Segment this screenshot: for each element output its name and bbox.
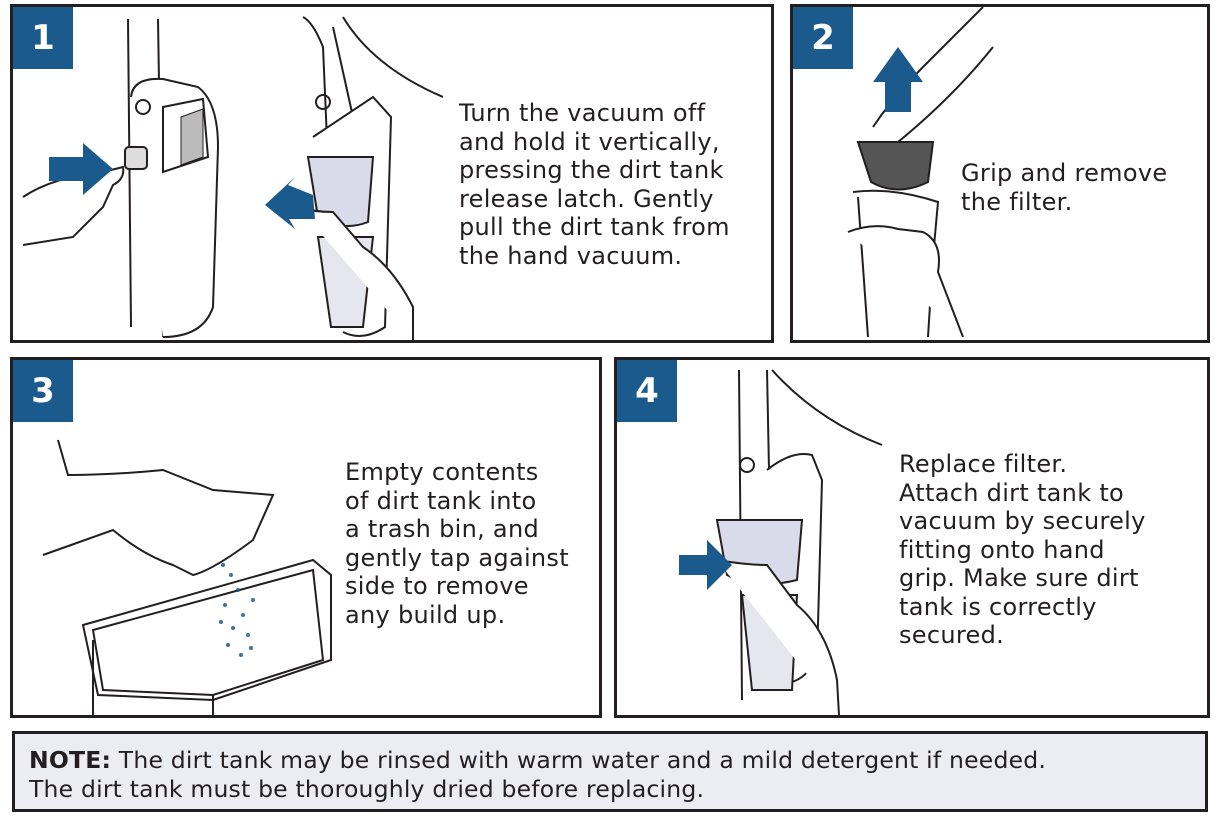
step-4-panel: 4 Replace filter. Attach dirt tank to va… [614, 357, 1210, 718]
arrow-right-icon [679, 540, 732, 590]
note-text-1: The dirt tank may be rinsed with warm wa… [111, 746, 1047, 774]
step-number-badge: 1 [13, 7, 73, 69]
arrow-right-icon [49, 143, 113, 195]
reattach-tank-illustration [679, 369, 883, 715]
step-3-instructions: Empty contents of dirt tank into a trash… [345, 458, 569, 629]
step-2-panel: 2 Grip and remove the filter. [790, 4, 1210, 343]
step-number-badge: 2 [793, 7, 853, 69]
empty-tank-illustration [42, 439, 332, 715]
step-1-panel: 1 Turn the vacuum off and hold it vertic… [10, 4, 774, 343]
step-2-instructions: Grip and remove the filter. [961, 159, 1168, 216]
note-label: NOTE: [29, 746, 112, 774]
note-line-1: NOTE: The dirt tank may be rinsed with w… [29, 746, 1205, 775]
dirt-particles [219, 563, 255, 657]
step-3-panel: 3 Empty contents of dirt tank into a tra… [10, 357, 602, 718]
step-number-badge: 4 [617, 360, 677, 422]
note-line-2: The dirt tank must be thoroughly dried b… [29, 775, 705, 803]
arrow-left-icon [265, 177, 315, 229]
step-number-badge: 3 [13, 360, 73, 422]
vacuum-latch-illustration [22, 16, 443, 340]
step-4-instructions: Replace filter. Attach dirt tank to vacu… [899, 450, 1146, 649]
note-box: NOTE: The dirt tank may be rinsed with w… [12, 731, 1208, 812]
arrow-up-icon [873, 47, 923, 112]
filter-removal-illustration [847, 7, 994, 338]
step-1-instructions: Turn the vacuum off and hold it vertical… [459, 99, 730, 270]
